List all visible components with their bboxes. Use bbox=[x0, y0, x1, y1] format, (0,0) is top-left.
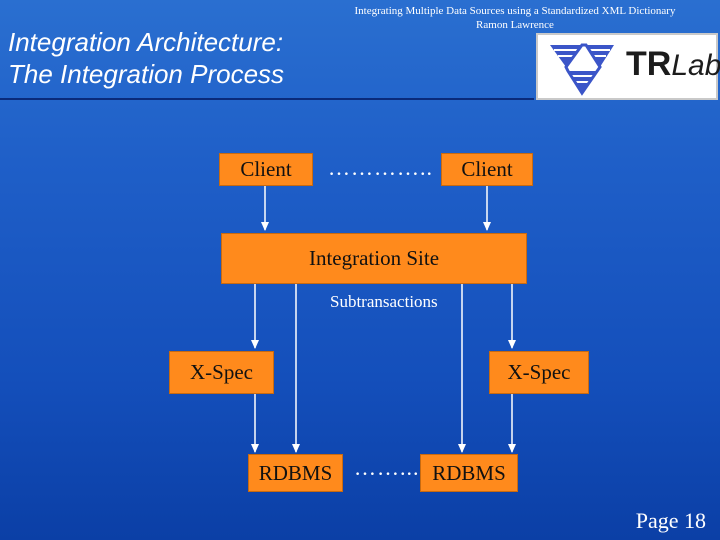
slide-title: Integration Architecture: The Integratio… bbox=[8, 26, 428, 90]
xspec-right-box: X-Spec bbox=[489, 351, 589, 394]
header-doc-title: Integrating Multiple Data Sources using … bbox=[354, 5, 676, 17]
client-right-box: Client bbox=[441, 153, 533, 186]
xspec-left-box: X-Spec bbox=[169, 351, 274, 394]
xspec-left-label: X-Spec bbox=[190, 360, 253, 384]
page-number: Page 18 bbox=[635, 508, 706, 533]
title-line-1: Integration Architecture: bbox=[8, 27, 284, 57]
client-left-box: Client bbox=[219, 153, 313, 186]
title-line-2: The Integration Process bbox=[8, 59, 285, 89]
logo-tr: TR bbox=[626, 45, 672, 83]
rdbms-right-box: RDBMS bbox=[420, 454, 518, 492]
client-left-label: Client bbox=[240, 157, 292, 181]
xspec-right-label: X-Spec bbox=[507, 360, 571, 384]
logo-mark-icon bbox=[550, 43, 614, 96]
header-author: Ramon Lawrence bbox=[476, 19, 554, 31]
trlabs-logo: TRLabs bbox=[536, 33, 720, 100]
logo-labs: Labs bbox=[671, 49, 720, 82]
subtransactions-label: Subtransactions bbox=[330, 292, 438, 311]
integration-site-label: Integration Site bbox=[308, 246, 440, 270]
rdbms-dots: ……... bbox=[354, 455, 420, 480]
rdbms-right-label: RDBMS bbox=[432, 461, 506, 485]
slide-header: Integrating Multiple Data Sources using … bbox=[330, 4, 700, 32]
client-dots: ………….. bbox=[328, 155, 433, 180]
integration-site-box: Integration Site bbox=[221, 233, 527, 284]
rdbms-left-label: RDBMS bbox=[258, 461, 333, 485]
logo-wordmark: TRLabs bbox=[626, 45, 720, 84]
rdbms-left-box: RDBMS bbox=[248, 454, 343, 492]
title-divider bbox=[0, 98, 534, 100]
client-right-label: Client bbox=[461, 157, 513, 181]
